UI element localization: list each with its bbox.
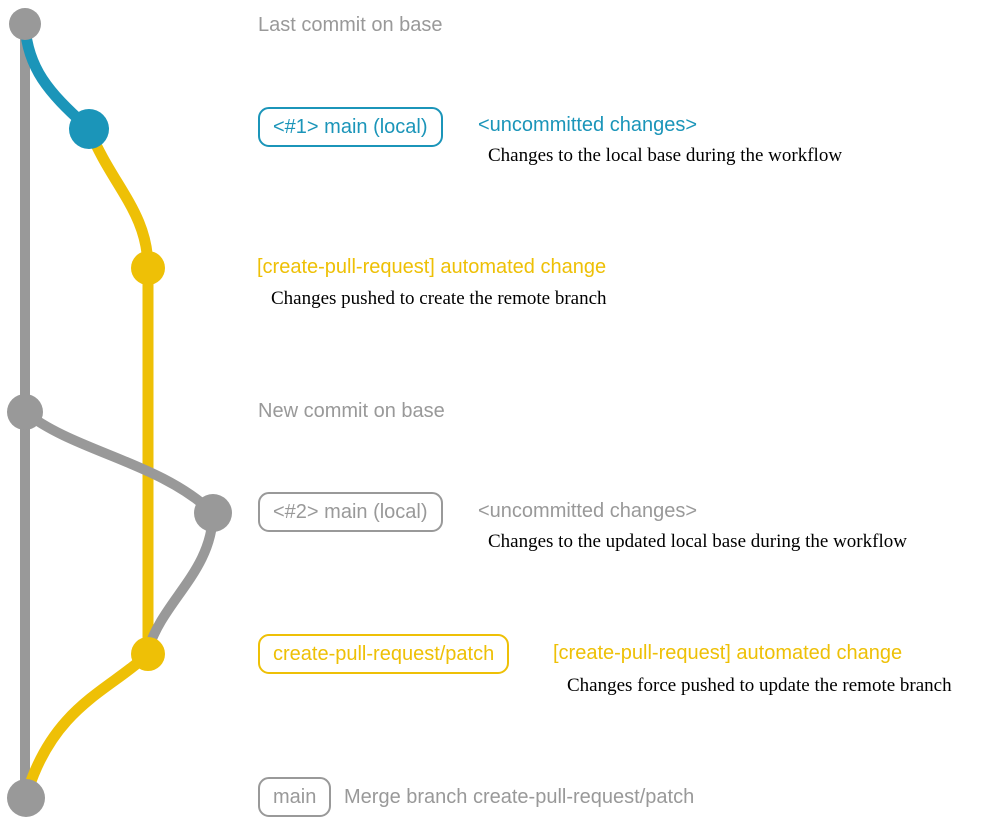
branch-badge-local-main-2: <#2> main (local) xyxy=(258,492,443,532)
commit-message-last-base: Last commit on base xyxy=(258,14,443,36)
branch-badge-patch: create-pull-request/patch xyxy=(258,634,510,674)
patch-branch-curve-top xyxy=(83,126,154,269)
description-updated-local-base-changes: Changes to the updated local base during… xyxy=(488,531,907,552)
description-force-push-update-branch: Changes force pushed to update the remot… xyxy=(567,675,952,696)
patch-merge-curve xyxy=(22,649,152,792)
branch-badge-main: main xyxy=(258,777,332,817)
annotation-uncommitted-changes-2: <uncommitted changes> xyxy=(478,500,698,522)
local-main-1-curve xyxy=(19,25,90,131)
rebase-curve-in xyxy=(143,512,218,652)
commit-node-merge xyxy=(7,779,45,817)
annotation-uncommitted-changes-1: <uncommitted changes> xyxy=(478,114,698,136)
commit-message-new-base: New commit on base xyxy=(258,400,445,422)
commit-node-local-main-1 xyxy=(69,109,109,149)
description-local-base-changes: Changes to the local base during the wor… xyxy=(488,145,843,166)
commit-message-automated-change-1: [create-pull-request] automated change xyxy=(257,256,607,278)
commit-node-local-main-2 xyxy=(194,494,232,532)
commit-message-merge: Merge branch create-pull-request/patch xyxy=(344,786,695,808)
rebase-curve-out xyxy=(21,408,217,517)
commit-message-automated-change-2: [create-pull-request] automated change xyxy=(553,642,903,664)
commit-node-last-base xyxy=(9,8,41,40)
commit-node-automated-change-2 xyxy=(131,637,165,671)
commit-node-new-base xyxy=(7,394,43,430)
branch-badge-local-main-1: <#1> main (local) xyxy=(258,107,443,147)
description-push-create-branch: Changes pushed to create the remote bran… xyxy=(271,288,607,309)
commit-node-automated-change-1 xyxy=(131,251,165,285)
